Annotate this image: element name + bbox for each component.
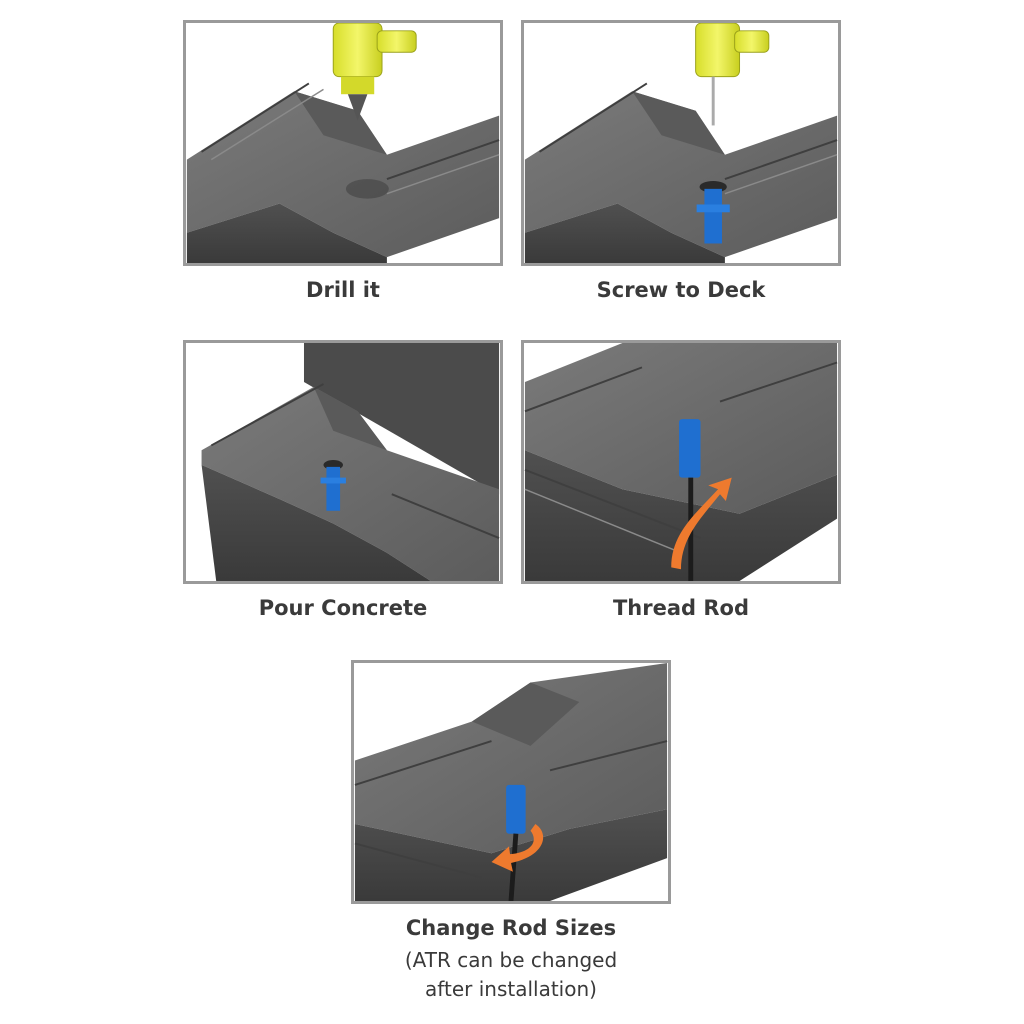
caption-pour-concrete: Pour Concrete — [258, 596, 428, 620]
panel-thread-rod — [521, 340, 841, 584]
insert-icon — [506, 784, 526, 901]
drill-icon — [332, 23, 417, 121]
deck-illustration — [354, 663, 668, 901]
insert-icon — [320, 460, 346, 511]
note-line-1: (ATR can be changed — [404, 948, 618, 972]
deck-illustration — [201, 343, 500, 581]
panel-drill-it — [183, 20, 503, 266]
panel-screw-to-deck — [521, 20, 841, 266]
caption-change-rod-sizes: Change Rod Sizes — [405, 916, 617, 940]
deck-illustration — [524, 343, 838, 581]
insert-icon — [696, 181, 730, 244]
panel-change-rod-sizes — [351, 660, 671, 904]
caption-screw-to-deck: Screw to Deck — [596, 278, 766, 302]
caption-drill-it: Drill it — [306, 278, 380, 302]
rotation-arrow-icon — [671, 477, 732, 570]
deck-illustration — [186, 23, 500, 263]
rotation-arrow-icon — [491, 823, 544, 872]
deck-illustration — [524, 23, 838, 263]
note-line-2: after installation) — [425, 977, 597, 1001]
caption-thread-rod: Thread Rod — [612, 596, 750, 620]
panel-pour-concrete — [183, 340, 503, 584]
drill-icon — [695, 23, 770, 126]
